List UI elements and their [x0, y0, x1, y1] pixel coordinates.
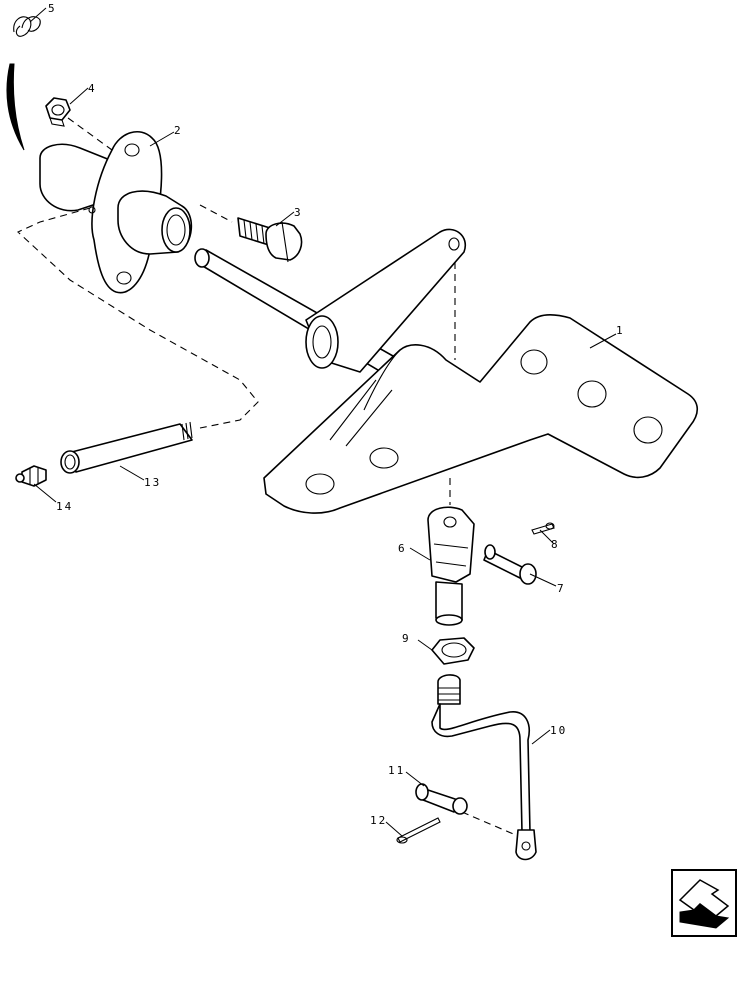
- grease-fitting-part-14: [15, 465, 47, 487]
- bolt-part-3: [237, 217, 303, 263]
- jam-nut-part-9: [431, 637, 475, 665]
- callout-11: 11: [388, 764, 405, 777]
- callout-3: 3: [294, 206, 303, 219]
- pin-part-11: [415, 783, 468, 815]
- bearing-housing-part-2: [39, 130, 193, 294]
- callout-9: 9: [402, 632, 411, 645]
- callout-7: 7: [557, 582, 566, 595]
- clevis-pin-part-7: [483, 544, 537, 585]
- callout-6: 6: [398, 542, 407, 555]
- callout-13: 13: [144, 476, 161, 489]
- rod-part-10: [431, 674, 537, 861]
- callout-5: 5: [48, 2, 57, 15]
- callout-12: 12: [370, 814, 387, 827]
- callout-labels: 1 2 3 4 5 6 7 8 9 10 11 12 13 14: [48, 2, 625, 827]
- callout-8: 8: [551, 538, 560, 551]
- callout-10: 10: [550, 724, 567, 737]
- callout-14: 14: [56, 500, 73, 513]
- cotter-pin-part-8: [531, 522, 555, 535]
- assembly-guide-lines: [17, 117, 519, 837]
- hex-nut-part-4: [45, 97, 71, 127]
- callout-leaders: [29, 7, 617, 837]
- next-page-arrow-icon[interactable]: [671, 869, 737, 937]
- cotter-pin-part-12: [396, 817, 441, 844]
- spring-clip-part: [6, 16, 41, 151]
- pedal-bracket-part-1: [263, 228, 699, 514]
- callout-1: 1: [616, 324, 625, 337]
- clevis-part-6: [427, 506, 475, 626]
- callout-4: 4: [88, 82, 97, 95]
- tube-part-13: [60, 421, 193, 474]
- callout-2: 2: [174, 124, 183, 137]
